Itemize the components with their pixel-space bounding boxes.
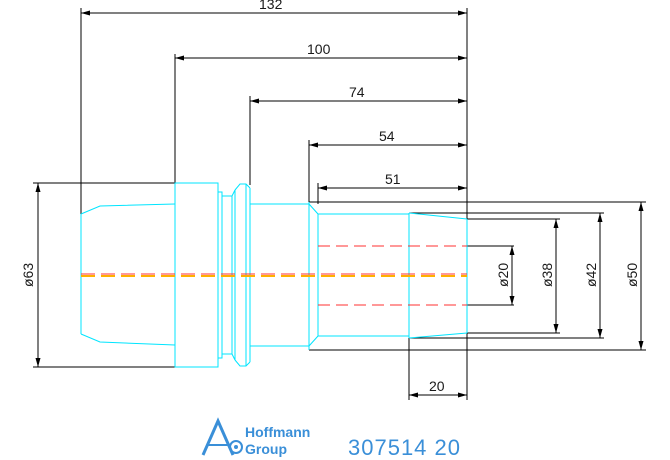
hoffmann-logo-icon <box>201 417 243 456</box>
dim-100-label: 100 <box>307 41 331 57</box>
dim-132-label: 132 <box>259 0 283 12</box>
dim-dia-42-label: ø42 <box>583 263 599 287</box>
dim-dia-38-label: ø38 <box>539 263 555 287</box>
dimension-labels: 132 100 74 54 51 20 ø63 ø20 ø38 ø42 ø50 <box>20 0 640 394</box>
part-number: 307514 20 <box>348 435 461 460</box>
dim-dia-63-label: ø63 <box>20 263 36 287</box>
dim-dia-20-label: ø20 <box>495 263 511 287</box>
dim-74-label: 74 <box>349 84 365 100</box>
dim-51-label: 51 <box>385 171 401 187</box>
dim-dia-50-label: ø50 <box>624 263 640 287</box>
brand-block: Hoffmann Group 307514 20 <box>201 417 461 460</box>
centerline <box>81 273 467 277</box>
dimension-lines <box>33 8 646 400</box>
dim-20-length-label: 20 <box>429 378 445 394</box>
hidden-bore <box>318 245 467 306</box>
brand-name-line2: Group <box>245 441 287 457</box>
dim-54-label: 54 <box>379 128 395 144</box>
brand-name-line1: Hoffmann <box>245 424 310 440</box>
